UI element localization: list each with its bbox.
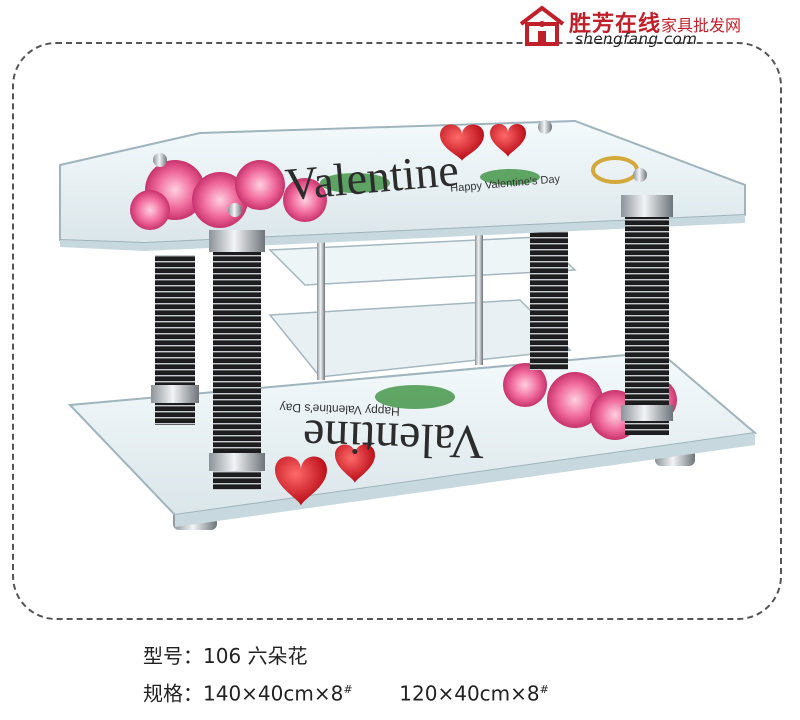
bottom-print-text: Valentine bbox=[302, 409, 485, 468]
front-leg bbox=[213, 230, 261, 490]
shelf-post bbox=[475, 215, 483, 365]
top-heart-print bbox=[440, 124, 526, 161]
spec-size-1: 140×40cm×8 bbox=[203, 681, 344, 706]
lower-middle-glass-shelf bbox=[268, 299, 572, 378]
spec-size-2: 120×40cm×8 bbox=[399, 681, 540, 706]
logo-brand: 胜芳在线家具批发网 bbox=[569, 12, 742, 37]
spec-mark-2: # bbox=[539, 683, 549, 696]
shelf-post bbox=[317, 230, 325, 380]
back-leg bbox=[530, 210, 568, 370]
spec-mark-1: # bbox=[343, 683, 353, 696]
product-caption: 型号：106 六朵花 规格：140×40cm×8# 120×40cm×8# bbox=[143, 640, 549, 711]
front-leg bbox=[625, 195, 669, 435]
bottom-heart-print bbox=[275, 444, 375, 506]
bottom-print-subtext: Happy Valentine's Day bbox=[279, 400, 400, 418]
spec-label: 规格： bbox=[143, 681, 203, 706]
product-image-tv-stand: Valentine Happy Valentine's Day Valentin… bbox=[59, 119, 758, 530]
model-row: 型号：106 六朵花 bbox=[143, 640, 549, 673]
dashed-frame bbox=[12, 42, 782, 620]
middle-glass-shelf bbox=[268, 236, 577, 286]
model-label: 型号： bbox=[143, 644, 203, 668]
model-value: 106 六朵花 bbox=[203, 644, 308, 668]
logo-url: shengfang.com bbox=[575, 30, 698, 48]
spec-row: 规格：140×40cm×8# 120×40cm×8# bbox=[143, 673, 549, 711]
house-logo-icon bbox=[519, 5, 565, 46]
top-rose-print bbox=[130, 160, 540, 230]
site-logo[interactable]: 胜芳在线家具批发网 shengfang.com bbox=[517, 4, 792, 48]
